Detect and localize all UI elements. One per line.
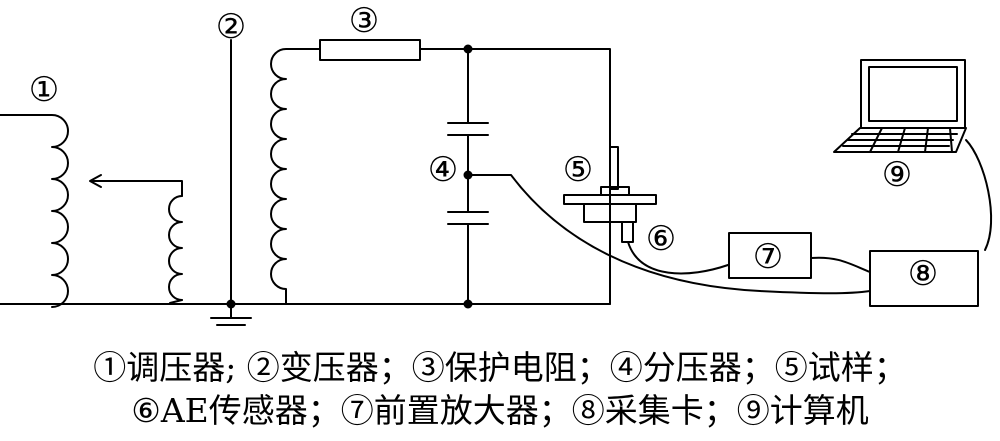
- transformer-secondary-coil: [231, 48, 611, 305]
- voltage-divider-capacitors: [447, 48, 489, 305]
- transformer-core-line: [0, 39, 233, 305]
- computer-cable: [965, 139, 993, 251]
- laptop-computer-icon: [833, 59, 967, 153]
- protective-resistor: [299, 39, 611, 305]
- label-divider: ④: [428, 150, 458, 190]
- label-computer: ⑨: [882, 155, 912, 195]
- divider-signal-cable: [467, 174, 871, 295]
- label-acq-card: ⑧: [908, 254, 938, 294]
- acquisition-card-box: [869, 250, 979, 307]
- test-sample: [563, 146, 657, 223]
- junction-dots: [226, 44, 473, 309]
- caption-line-1: ①调压器; ②变压器；③保护电阻；④分压器；⑤试样；: [93, 348, 907, 387]
- preamplifier-box: [728, 232, 871, 279]
- regulator-secondary-coil: [168, 195, 183, 304]
- label-sample: ⑤: [563, 150, 593, 190]
- ae-sensor: [621, 221, 729, 275]
- label-ae-sensor: ⑥: [646, 219, 676, 259]
- label-preamp: ⑦: [753, 237, 783, 277]
- label-transformer: ②: [216, 7, 246, 47]
- regulator-wiper-arrow: [89, 174, 183, 197]
- regulator-primary-coil: [0, 114, 69, 308]
- label-regulator: ①: [29, 70, 59, 110]
- caption-line-2: ⑥AE传感器；⑦前置放大器；⑧采集卡；⑨计算机: [131, 391, 869, 430]
- label-resistor: ③: [349, 1, 379, 41]
